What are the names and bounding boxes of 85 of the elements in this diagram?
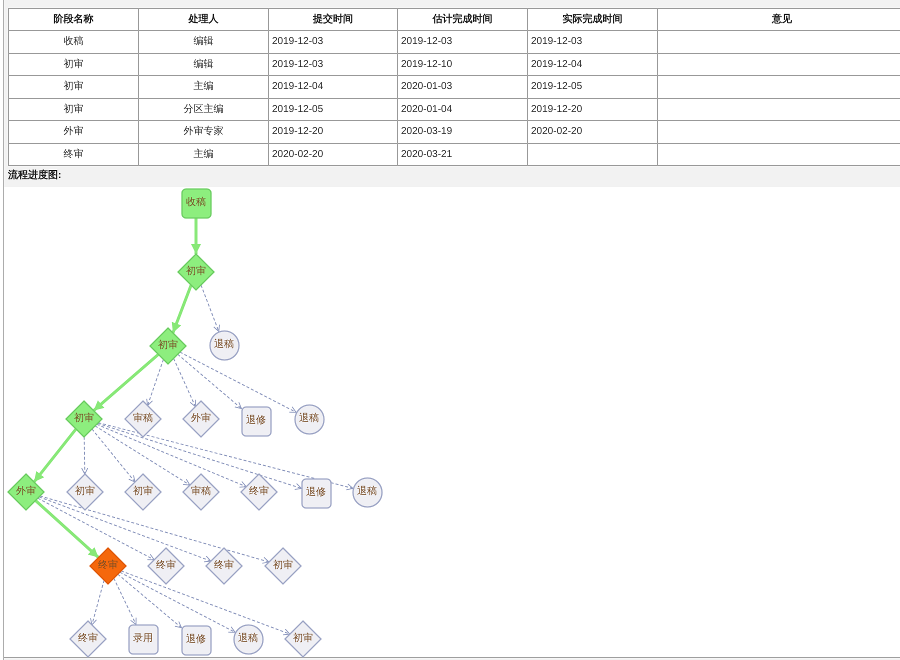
arrow xyxy=(40,496,270,564)
arrow xyxy=(94,425,190,486)
arrow xyxy=(191,218,201,254)
process-box: 收稿 xyxy=(180,188,212,218)
decision-diamond: 初审 xyxy=(124,473,162,511)
arrow xyxy=(119,572,236,633)
column-header: 估计完成时间 xyxy=(397,8,528,31)
process-box: 退修 xyxy=(300,478,332,508)
table-cell: 2019-12-03 xyxy=(268,30,398,54)
table-cell: 编辑 xyxy=(138,30,269,54)
table-cell: 终审 xyxy=(8,143,139,166)
process-box: 退修 xyxy=(180,624,212,656)
arrow xyxy=(34,499,100,559)
table-cell: 2019-12-20 xyxy=(527,98,658,121)
arrow xyxy=(37,498,155,560)
table-cell: 2019-12-05 xyxy=(268,98,398,121)
table-cell: 外审 xyxy=(8,120,139,144)
decision-diamond: 初审 xyxy=(66,473,104,511)
circle-node: 退稿 xyxy=(352,476,382,508)
arrow xyxy=(90,580,105,626)
decision-diamond: 终审 xyxy=(89,547,127,585)
arrow xyxy=(179,352,297,413)
circle-node: 退稿 xyxy=(232,624,264,654)
table-cell: 分区主编 xyxy=(138,98,269,121)
decision-diamond: 初审 xyxy=(65,400,103,438)
arrow xyxy=(177,354,242,410)
decision-diamond: 初审 xyxy=(264,547,302,585)
arrow xyxy=(113,578,137,625)
decision-diamond: 终审 xyxy=(69,620,107,658)
table-cell: 2020-01-03 xyxy=(397,75,528,99)
column-header: 意见 xyxy=(657,8,900,31)
decision-diamond: 终审 xyxy=(240,473,278,511)
arrow xyxy=(120,570,290,636)
table-cell: 2020-02-20 xyxy=(527,120,658,144)
table-cell: 初审 xyxy=(8,98,139,121)
table-cell: 2020-03-19 xyxy=(397,120,528,144)
table-cell: 初审 xyxy=(8,75,139,99)
decision-diamond: 审稿 xyxy=(182,473,220,511)
decision-diamond: 初审 xyxy=(149,327,187,365)
arrow xyxy=(172,284,192,334)
table-cell: 2020-03-21 xyxy=(397,143,528,166)
section-heading: 流程进度图: xyxy=(8,170,62,182)
column-header: 处理人 xyxy=(138,8,269,31)
process-box: 录用 xyxy=(128,624,158,654)
column-header: 阶段名称 xyxy=(8,8,139,31)
table-cell: 2019-12-04 xyxy=(527,53,658,76)
arrow xyxy=(117,574,182,628)
arrow xyxy=(98,422,354,490)
table-cell: 主编 xyxy=(138,75,269,99)
table-cell: 外审专家 xyxy=(138,120,269,144)
circle-node: 退稿 xyxy=(294,404,324,434)
table-cell: 2019-12-20 xyxy=(268,120,398,144)
table-cell: 初审 xyxy=(8,53,139,76)
table-cell: 2019-12-05 xyxy=(527,75,658,99)
process-box: 退修 xyxy=(240,406,272,436)
table-cell: 2019-12-03 xyxy=(397,30,528,54)
arrow xyxy=(146,358,164,406)
arrow xyxy=(81,436,88,475)
arrow xyxy=(96,424,247,488)
decision-diamond: 外审 xyxy=(7,473,45,511)
table-cell: 2020-02-20 xyxy=(268,143,398,166)
table-cell: 2019-12-10 xyxy=(397,53,528,76)
table-cell: 主编 xyxy=(138,143,269,166)
table-cell: 2019-12-03 xyxy=(527,30,658,54)
circle-node: 退稿 xyxy=(208,330,240,360)
table-cell: 2019-12-03 xyxy=(268,53,398,76)
decision-diamond: 初审 xyxy=(177,253,215,291)
arrow xyxy=(38,496,212,562)
decision-diamond: 外审 xyxy=(182,400,220,438)
table-cell: 2019-12-04 xyxy=(268,75,398,99)
arrow xyxy=(32,428,78,483)
arrow xyxy=(97,422,302,490)
table-cell: 收稿 xyxy=(8,30,139,54)
table-cell: 2020-01-04 xyxy=(397,98,528,121)
table-cell: 编辑 xyxy=(138,53,269,76)
arrow xyxy=(200,284,220,332)
arrow xyxy=(92,428,136,482)
decision-diamond: 审稿 xyxy=(124,400,162,438)
decision-diamond: 终审 xyxy=(147,547,185,585)
decision-diamond: 终审 xyxy=(205,547,243,585)
arrow xyxy=(173,358,196,408)
decision-diamond: 初审 xyxy=(284,620,322,658)
arrow xyxy=(92,353,160,412)
column-header: 提交时间 xyxy=(268,8,398,31)
column-header: 实际完成时间 xyxy=(527,8,658,31)
